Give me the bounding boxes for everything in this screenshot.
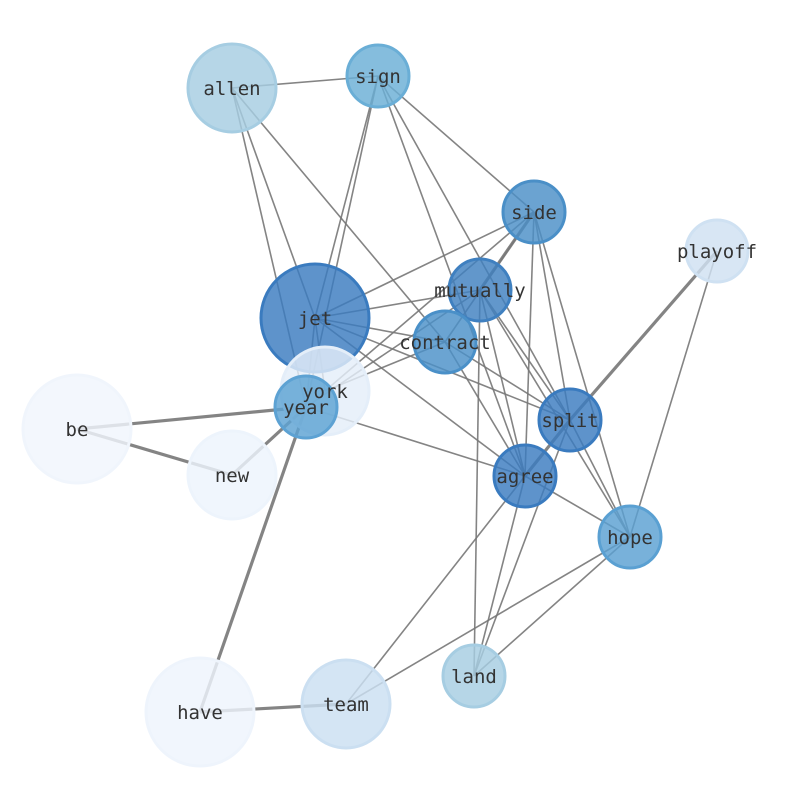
edge-agree-land [473, 475, 526, 677]
edge-sign-split [377, 75, 571, 421]
edge-side-split [533, 211, 571, 421]
node-team[interactable] [300, 658, 392, 750]
node-playoff[interactable] [684, 218, 750, 284]
edge-side-agree [524, 211, 535, 477]
node-have[interactable] [144, 656, 256, 768]
edge-agree-team [345, 475, 526, 705]
edges-layer [76, 75, 719, 714]
node-label: jet [298, 308, 332, 330]
edge-hope-team [345, 536, 631, 705]
edge-playoff-split [568, 249, 719, 422]
node-label: playoff [677, 241, 757, 263]
node-label: mutually [434, 280, 526, 302]
edge-allen-contract [231, 87, 446, 343]
node-contract[interactable] [412, 309, 478, 375]
node-allen[interactable] [186, 42, 278, 134]
node-label: year [283, 397, 329, 419]
node-label: team [323, 694, 369, 716]
node-be[interactable] [21, 373, 133, 485]
node-new[interactable] [186, 429, 278, 521]
edge-hope-land [473, 536, 631, 677]
edge-mutually-land [473, 289, 481, 677]
node-label: agree [496, 466, 553, 488]
edge-sign-side [377, 75, 535, 213]
node-agree[interactable] [492, 443, 558, 509]
edge-side-hope [533, 211, 631, 538]
node-label: have [177, 702, 223, 724]
nodes-layer [21, 42, 750, 768]
node-split[interactable] [537, 387, 603, 453]
node-label: side [511, 202, 557, 224]
node-label: contract [399, 332, 491, 354]
labels-layer: allen sign side playoff mutually jet contract y… [66, 66, 757, 724]
node-label: hope [607, 527, 653, 549]
edge-playoff-hope [629, 250, 718, 538]
node-land[interactable] [441, 643, 507, 709]
node-side[interactable] [501, 179, 567, 245]
node-label: allen [203, 78, 260, 100]
node-mutually[interactable] [447, 257, 513, 323]
edge-side-york [324, 211, 535, 392]
node-sign[interactable] [345, 43, 411, 109]
node-label: new [215, 465, 250, 487]
node-label: split [541, 410, 598, 432]
node-label: york [302, 381, 348, 403]
node-label: be [66, 419, 89, 441]
node-year[interactable] [273, 374, 339, 440]
node-label: sign [355, 66, 401, 88]
node-hope[interactable] [597, 504, 663, 570]
node-label: land [451, 666, 497, 688]
